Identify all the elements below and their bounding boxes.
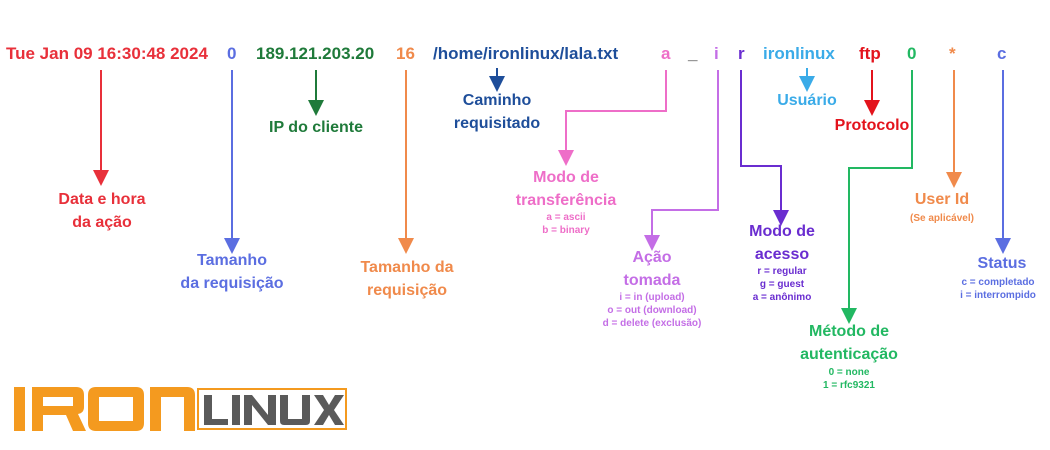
sublabel-status: c = completado i = interrompido: [960, 277, 1036, 301]
sublabel-direction: i = in (upload) o = out (download) d = d…: [602, 292, 702, 329]
arrow-transfer-type: [558, 70, 667, 166]
logo-frame: [197, 388, 347, 430]
field-status: c: [997, 44, 1007, 63]
label-transfer-type: Modo de transferência: [515, 169, 617, 209]
logo-linux: [204, 395, 344, 425]
logo-iron: [14, 387, 195, 431]
label-service: Protocolo: [834, 117, 910, 134]
sublabel-access-mode: r = regular g = guest a = anônimo: [752, 266, 812, 303]
field-username: ironlinux: [763, 44, 835, 63]
field-direction: i: [714, 44, 719, 63]
label-size: Tamanho da requisição: [360, 259, 454, 299]
field-transfer-type: a: [661, 44, 671, 63]
label-auth-method: Método de autenticação: [800, 323, 898, 363]
field-size: 16: [396, 44, 415, 63]
field-auth-method: 0: [907, 44, 917, 63]
field-access-mode: r: [738, 44, 745, 63]
label-username: Usuário: [777, 92, 837, 109]
ironlinux-logo: [12, 381, 352, 437]
sublabel-auth-method: 0 = none 1 = rfc9321: [823, 367, 875, 391]
label-ip: IP do cliente: [269, 119, 363, 136]
label-status: Status: [977, 255, 1027, 272]
label-direction: Ação tomada: [623, 249, 681, 289]
field-ip: 189.121.203.20: [256, 44, 375, 63]
label-datetime: Data e hora da ação: [58, 191, 146, 231]
label-access-mode: Modo de acesso: [749, 223, 815, 263]
sublabel-user-id: (Se aplicável): [910, 213, 974, 224]
field-user-id: *: [949, 44, 956, 63]
arrow-auth-method: [841, 70, 913, 324]
sublabel-transfer-type: a = ascii b = binary: [542, 212, 590, 236]
field-path: /home/ironlinux/lala.txt: [433, 44, 619, 63]
field-special-flag: _: [688, 44, 698, 63]
field-transfer-time: 0: [227, 44, 237, 63]
field-datetime: Tue Jan 09 16:30:48 2024: [6, 44, 208, 63]
arrow-access-mode: [740, 70, 789, 226]
label-transfer-time: Tamanho da requisição: [180, 252, 284, 292]
arrow-direction: [644, 70, 719, 251]
label-user-id: User Id: [914, 191, 970, 208]
label-path: Caminho requisitado: [453, 92, 541, 132]
field-service: ftp: [859, 44, 881, 63]
